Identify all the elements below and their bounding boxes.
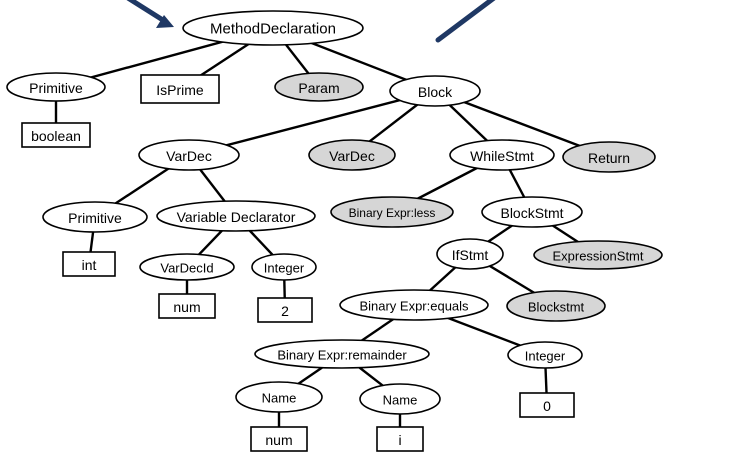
node-boolean: boolean [21,122,91,148]
node-boolean-label: boolean [31,128,81,144]
node-num2-shape [250,426,308,452]
node-vardecid-shape [139,253,235,281]
node-primitive_ret-shape [6,72,106,102]
node-num1: num [158,293,216,319]
node-blockstmt2-shape [506,290,606,322]
node-vardec1-shape [138,139,240,171]
arrow-left-head [156,15,174,28]
node-block-label: Block [418,84,453,100]
decorative-arrows [126,0,496,43]
node-vardec2-label: VarDec [329,148,375,164]
node-name1-shape [235,381,323,413]
node-ifstmt-shape [436,238,504,270]
node-name2: Name [359,383,441,415]
node-param-label: Param [298,80,339,96]
node-method_decl-shape [182,10,364,46]
node-return-label: Return [588,150,630,166]
node-primitive_var-shape [42,201,148,233]
node-blockstmt-shape [481,196,583,228]
node-method_decl-label: MethodDeclaration [210,21,336,38]
node-vardec1-label: VarDec [166,148,212,164]
node-i-label: i [398,432,401,448]
node-return: Return [562,141,656,173]
node-expressionstmt: ExpressionStmt [533,240,663,270]
node-vardecid-label: VarDecId [160,261,213,276]
node-blockstmt: BlockStmt [481,196,583,228]
node-block-shape [389,75,481,107]
node-binexpr_less-label: Binary Expr:less [349,206,436,220]
node-zero: 0 [519,392,575,418]
node-two: 2 [257,297,313,323]
node-expressionstmt-label: ExpressionStmt [552,249,643,264]
node-int-shape [62,251,116,277]
node-two-shape [257,297,313,323]
node-binexpr_rem: Binary Expr:remainder [254,339,430,369]
node-num2: num [250,426,308,452]
node-ifstmt: IfStmt [436,238,504,270]
node-whilestmt: WhileStmt [449,139,555,171]
node-name2-label: Name [383,393,418,408]
edge-block-vardec1 [188,89,436,157]
node-vardec1: VarDec [138,139,240,171]
node-blockstmt-label: BlockStmt [500,205,563,221]
node-num1-label: num [173,299,200,315]
node-binexpr_rem-label: Binary Expr:remainder [277,348,407,363]
node-binexpr_equals-shape [339,289,489,321]
node-boolean-shape [21,122,91,148]
node-integer2: Integer [507,341,583,369]
node-i: i [376,426,424,452]
node-zero-label: 0 [543,398,551,414]
node-primitive_var-label: Primitive [68,210,122,226]
node-isprime-label: IsPrime [156,82,204,98]
node-whilestmt-label: WhileStmt [470,148,534,164]
node-vardecid: VarDecId [139,253,235,281]
node-binexpr_equals-label: Binary Expr:equals [359,299,469,314]
node-integer1-label: Integer [264,261,305,276]
node-param-shape [274,72,364,102]
node-name1: Name [235,381,323,413]
node-param: Param [274,72,364,102]
arrow-right [435,0,496,43]
node-i-shape [376,426,424,452]
node-binexpr_rem-shape [254,339,430,369]
node-var_declarator-shape [156,200,316,232]
node-num2-label: num [265,432,292,448]
node-ifstmt-label: IfStmt [452,247,489,263]
node-blockstmt2-label: Blockstmt [528,300,585,315]
node-num1-shape [158,293,216,319]
node-isprime: IsPrime [140,74,220,104]
node-primitive_ret-label: Primitive [29,80,83,96]
node-method_decl: MethodDeclaration [182,10,364,46]
node-binexpr_equals: Binary Expr:equals [339,289,489,321]
node-binexpr_less: Binary Expr:less [330,196,454,228]
node-two-label: 2 [281,303,289,319]
node-vardec2-shape [308,139,396,171]
node-blockstmt2: Blockstmt [506,290,606,322]
node-vardec2: VarDec [308,139,396,171]
node-var_declarator-label: Variable Declarator [177,209,296,225]
node-zero-shape [519,392,575,418]
node-expressionstmt-shape [533,240,663,270]
node-integer2-shape [507,341,583,369]
node-primitive_var: Primitive [42,201,148,233]
node-integer1-shape [251,253,317,281]
node-block: Block [389,75,481,107]
node-name1-label: Name [262,391,297,406]
node-int-label: int [82,257,97,273]
node-primitive_ret: Primitive [6,72,106,102]
node-return-shape [562,141,656,173]
node-whilestmt-shape [449,139,555,171]
node-integer2-label: Integer [525,349,566,364]
node-binexpr_less-shape [330,196,454,228]
node-name2-shape [359,383,441,415]
node-int: int [62,251,116,277]
node-isprime-shape [140,74,220,104]
node-var_declarator: Variable Declarator [156,200,316,232]
node-integer1: Integer [251,253,317,281]
arrow-left [126,0,169,25]
